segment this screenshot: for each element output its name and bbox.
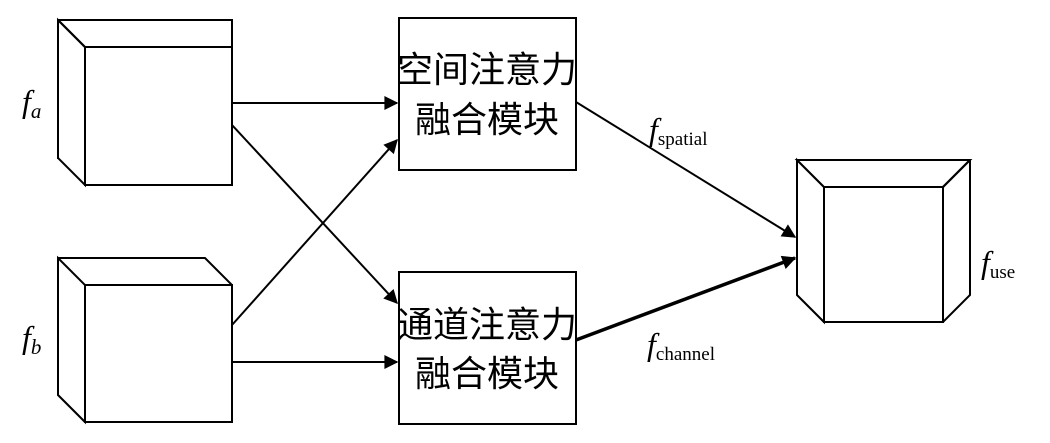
cube-fuse-top-face xyxy=(794,159,973,188)
output-feature-cube-fuse xyxy=(794,157,973,325)
cube-fa-front-face xyxy=(84,46,233,186)
input-feature-cube-fa xyxy=(57,17,233,188)
label-fa: fa xyxy=(22,83,41,123)
cube-fb-front-face xyxy=(84,284,233,423)
spatial-module-label-line1: 空间注意力 xyxy=(397,50,577,91)
spatial-attention-fusion-module xyxy=(398,17,577,171)
arrow-fb-to-spatial xyxy=(231,138,398,326)
arrow-channel-to-fuse xyxy=(575,255,797,342)
channel-module-label-line2: 融合模块 xyxy=(415,354,559,395)
cube-fb-side-face xyxy=(57,255,86,425)
channel-module-label-line1: 通道注意力 xyxy=(397,305,577,346)
label-f-spatial: fspatial xyxy=(649,111,708,150)
cube-fa-side-face xyxy=(57,17,86,188)
spatial-module-label-line2: 融合模块 xyxy=(415,100,559,141)
channel-attention-fusion-module xyxy=(398,271,577,425)
cube-fuse-front-face xyxy=(823,186,944,323)
label-f-channel: fchannel xyxy=(647,326,715,365)
label-f-use: fuse xyxy=(981,244,1015,283)
input-feature-cube-fb xyxy=(57,255,233,425)
label-fb: fb xyxy=(22,319,41,359)
arrow-fa-to-channel xyxy=(231,124,398,305)
arrow-spatial-to-fuse xyxy=(575,101,797,238)
